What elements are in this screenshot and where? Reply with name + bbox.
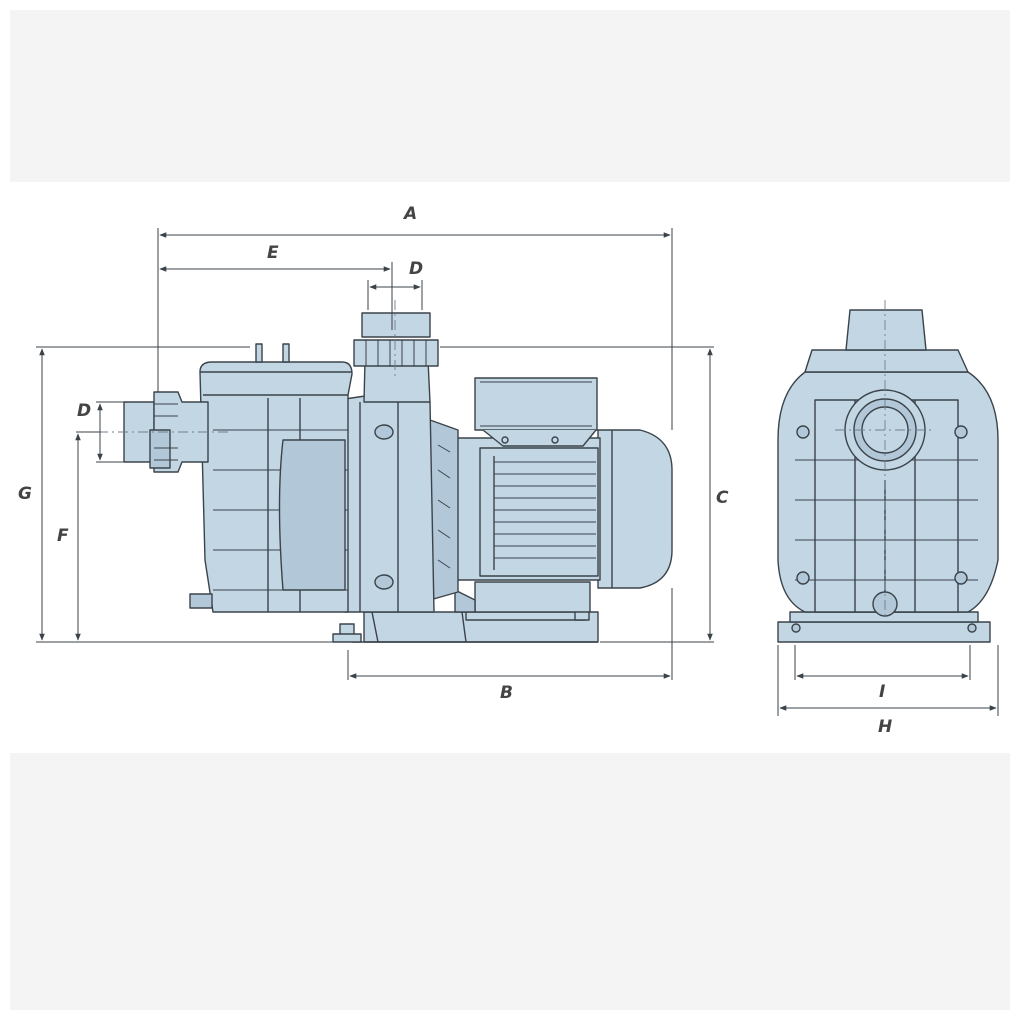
- motor-fan-cover: [597, 429, 673, 589]
- pump-front-view: [777, 309, 999, 643]
- dim-B-label: B: [500, 683, 513, 703]
- motor-body: [454, 437, 601, 613]
- side-view-centerlines: [98, 300, 396, 433]
- dim-C-label: C: [716, 488, 729, 508]
- top-background-band: [10, 10, 1010, 182]
- dim-D-top-label: D: [409, 259, 423, 279]
- pump-side-view: [123, 312, 673, 643]
- motor-bracket: [429, 419, 459, 601]
- dim-E-label: E: [267, 243, 279, 263]
- dim-A-label: A: [402, 204, 417, 224]
- base-plate: [332, 607, 599, 643]
- terminal-box: [474, 377, 598, 447]
- dim-I-label: I: [879, 682, 885, 702]
- front-base-plate: [777, 621, 991, 643]
- dim-D-side-label: D: [77, 401, 91, 421]
- dim-F-label: F: [57, 526, 69, 546]
- front-view-centerlines: [835, 300, 935, 620]
- discharge-union: [353, 312, 439, 367]
- dim-H-label: H: [878, 717, 892, 737]
- suction-union: [123, 391, 209, 473]
- dimension-labels: A E D D G F C B I H: [18, 204, 892, 737]
- bottom-background-band: [10, 753, 1010, 1010]
- dimension-lines: [36, 228, 999, 716]
- strainer-basket: [189, 343, 353, 613]
- dim-G-label: G: [18, 484, 32, 504]
- pump-housing: [337, 359, 435, 613]
